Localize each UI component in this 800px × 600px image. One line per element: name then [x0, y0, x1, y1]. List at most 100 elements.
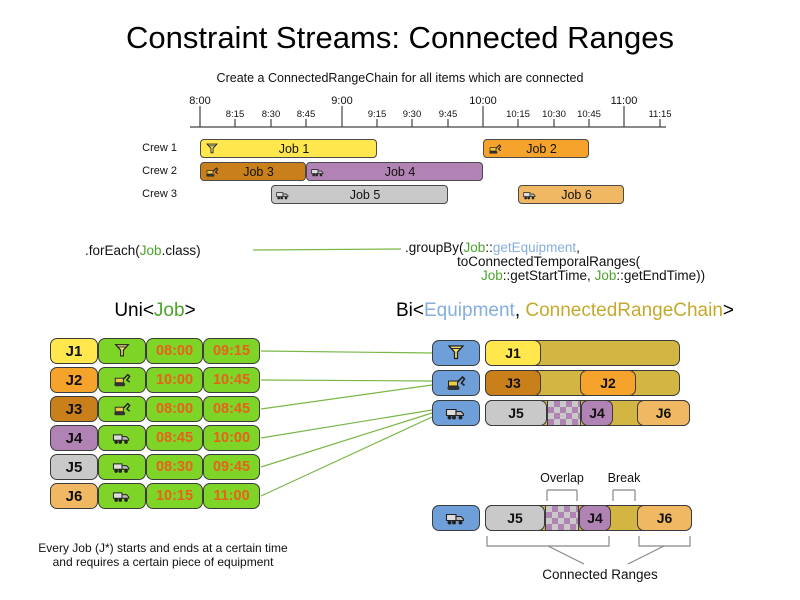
uni-row-start: 10:15: [146, 483, 203, 509]
tick-label: 8:45: [296, 109, 316, 120]
uni-row-label: J1: [50, 338, 98, 364]
timeline-bar-job4: Job 4: [306, 162, 483, 181]
uni-row-end: 11:00: [203, 483, 260, 509]
truck-icon: [310, 165, 326, 179]
truck-icon: [275, 188, 291, 202]
excavator-icon: [111, 400, 133, 418]
excavator-icon: [487, 142, 503, 156]
tick-label: 10:15: [506, 109, 530, 120]
truck-icon: [111, 458, 133, 476]
timeline-bar-job2: Job 2: [483, 139, 589, 158]
overlap-label: Overlap: [540, 471, 584, 485]
code-token-getequipment: getEquipment: [492, 240, 577, 255]
uni-row-label: J4: [50, 425, 98, 451]
heading-job: Job: [153, 300, 185, 321]
uni-row-start: 08:00: [146, 396, 203, 422]
crew-label-3: Crew 3: [142, 188, 177, 200]
code-groupby-line3: Job::getStartTime, Job::getEndTime)): [481, 268, 705, 283]
code-token: .forEach(: [85, 243, 140, 258]
tick-label: 8:15: [225, 109, 245, 120]
code-foreach: .forEach(Job.class): [85, 243, 201, 258]
tick-label: 10:45: [577, 109, 601, 120]
truck-icon: [522, 188, 538, 202]
tick-label: 9:15: [367, 109, 387, 120]
truck-icon: [111, 429, 133, 447]
timeline-bar-job3: Job 3: [200, 162, 306, 181]
chain-job-box: J5: [485, 400, 547, 426]
code-token: toConnectedTemporalRanges(: [457, 254, 641, 269]
truck-icon: [444, 403, 468, 423]
uni-row-start: 08:45: [146, 425, 203, 451]
break-label: Break: [607, 471, 641, 485]
uni-row-label: J2: [50, 367, 98, 393]
uni-row-label: J5: [50, 454, 98, 480]
uni-row-equipment-cell: [98, 338, 146, 364]
equipment-box-truck: [432, 400, 480, 426]
uni-row-label: J6: [50, 483, 98, 509]
tick-label: 9:45: [438, 109, 458, 120]
heading-text: Uni<: [114, 300, 154, 321]
tick-label: 11:15: [648, 109, 672, 120]
tick-label: 8:00: [189, 95, 211, 107]
bi-heading: Bi<Equipment, ConnectedRangeChain>: [370, 300, 760, 322]
code-token: ,: [576, 240, 580, 255]
uni-row-end: 08:45: [203, 396, 260, 422]
equipment-box-crane: [432, 340, 480, 366]
code-token: .class): [161, 243, 201, 258]
truck-icon: [111, 487, 133, 505]
code-groupby-line1: .groupBy(Job::getEquipment,: [405, 240, 580, 255]
uni-row-start: 10:00: [146, 367, 203, 393]
heading-chain: ConnectedRangeChain: [525, 300, 723, 321]
uni-row-start: 08:00: [146, 338, 203, 364]
uni-row-end: 09:15: [203, 338, 260, 364]
tick-label: 10:30: [542, 109, 566, 120]
chain-job-box: J6: [637, 505, 692, 531]
tick-label: 8:30: [261, 109, 281, 120]
note-line-2: and requires a certain piece of equipmen…: [52, 555, 274, 569]
tick-label: 11:00: [610, 95, 638, 107]
heading-text: Bi<: [395, 300, 424, 321]
tick-label: 9:30: [402, 109, 422, 120]
chain-job-box: J6: [637, 400, 690, 426]
chain-job-box: J1: [485, 340, 541, 366]
timeline-bar-job6: Job 6: [518, 185, 624, 204]
chain-job-box: J5: [485, 505, 545, 531]
page-subtitle: Create a ConnectedRangeChain for all ite…: [216, 71, 584, 85]
job-bar-label: Job 6: [561, 187, 592, 202]
code-token: .groupBy(: [405, 240, 464, 255]
equipment-box-excavator: [432, 370, 480, 396]
uni-row-end: 09:45: [203, 454, 260, 480]
page-title: Constraint Streams: Connected Ranges: [126, 20, 674, 55]
uni-row-equipment-cell: [98, 425, 146, 451]
job-bar-label: Job 4: [384, 164, 416, 179]
code-token-job: Job: [139, 243, 162, 258]
chain-job-box: J3: [485, 370, 541, 396]
uni-row-label: J3: [50, 396, 98, 422]
uni-row-equipment-cell: [98, 396, 146, 422]
code-groupby-line2: toConnectedTemporalRanges(: [457, 254, 640, 269]
job-bar-label: Job 5: [349, 187, 381, 202]
connector-lines: [252, 248, 433, 497]
chain-job-box: J4: [579, 505, 611, 531]
excavator-icon: [111, 371, 133, 389]
excavator-icon: [204, 165, 220, 179]
crane-icon: [111, 342, 133, 360]
code-token-job: Job: [481, 268, 503, 283]
crew-label-1: Crew 1: [142, 142, 177, 154]
crew-label-2: Crew 2: [142, 165, 177, 177]
heading-text: >: [722, 300, 735, 321]
note-line-1: Every Job (J*) starts and ends at a cert…: [38, 541, 288, 555]
code-token: ::: [485, 240, 493, 255]
uni-row-equipment-cell: [98, 454, 146, 480]
uni-row-end: 10:00: [203, 425, 260, 451]
timeline-bar-job1: Job 1: [200, 139, 377, 158]
code-token: ::getStartTime,: [502, 268, 595, 283]
code-token-job: Job: [594, 268, 617, 283]
crane-icon: [444, 343, 468, 363]
job-bar-label: Job 1: [278, 141, 310, 156]
uni-row-equipment-cell: [98, 483, 146, 509]
timeline-bar-job5: Job 5: [271, 185, 448, 204]
heading-text: >: [184, 300, 196, 321]
job-bar-label: Job 3: [243, 164, 274, 179]
